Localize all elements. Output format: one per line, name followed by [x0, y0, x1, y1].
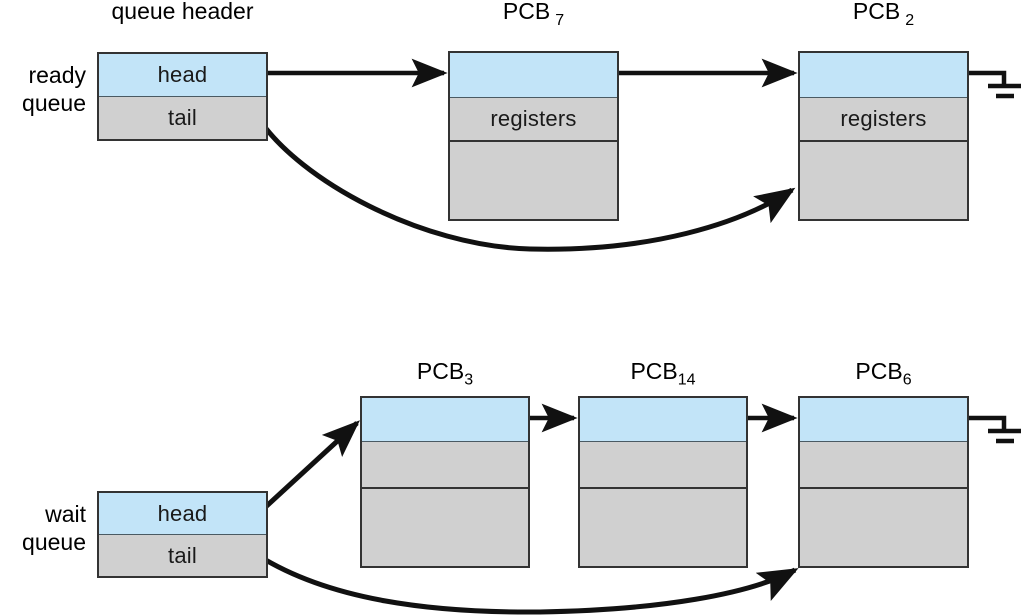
- wait-tail-cell[interactable]: tail: [99, 534, 266, 576]
- wait-head-cell[interactable]: head: [99, 493, 266, 534]
- ready-tail-cell[interactable]: tail: [99, 96, 266, 139]
- pcb3-bottom-cell: [362, 487, 528, 566]
- pcb3-middle-cell: [362, 441, 528, 487]
- pointer-wait-head-to-pcb3: [257, 420, 360, 515]
- pcb2-node: registers: [798, 51, 969, 221]
- pcb3-caption-base: PCB: [416, 358, 465, 384]
- pcb6-caption-base: PCB: [855, 358, 903, 384]
- pcb2-pointer-cell[interactable]: [800, 53, 967, 97]
- wait-queue-side-label: wait queue: [2, 500, 86, 556]
- ready-queue-label-line2: queue: [22, 90, 86, 117]
- pcb7-caption-base: PCB: [502, 0, 551, 24]
- pcb7-node: registers: [448, 51, 619, 221]
- pcb6-bottom-cell: [800, 487, 967, 566]
- wait-queue-label-line1: wait: [45, 501, 86, 527]
- pcb14-pointer-cell[interactable]: [580, 398, 746, 441]
- pcb7-registers-cell: registers: [450, 97, 617, 140]
- pcb7-extra-cell: [450, 140, 617, 219]
- pcb14-middle-cell: [580, 441, 746, 487]
- pcb7-pointer-cell[interactable]: [450, 53, 617, 97]
- pcb3-pointer-cell[interactable]: [362, 398, 528, 441]
- pcb6-pointer-cell[interactable]: [800, 398, 967, 441]
- pcb3-node: [360, 396, 530, 568]
- pcb2-extra-cell: [800, 140, 967, 219]
- ready-queue-label-line1: ready: [28, 62, 86, 88]
- ready-queue-side-label: ready queue: [2, 61, 86, 117]
- pcb7-caption-sub: 7: [555, 11, 565, 29]
- pcb14-caption-sub: 14: [677, 371, 696, 389]
- queue-header-caption: queue header: [111, 0, 254, 24]
- ready-queue-header-box: head tail: [97, 52, 268, 141]
- wait-queue-label-line2: queue: [22, 529, 86, 556]
- pcb6-node: [798, 396, 969, 568]
- pcb14-caption-base: PCB: [630, 358, 678, 384]
- pcb6-caption: PCB6: [798, 358, 969, 390]
- pcb2-caption-base: PCB: [852, 0, 901, 24]
- pcb6-middle-cell: [800, 441, 967, 487]
- pcb6-caption-sub: 6: [902, 371, 912, 389]
- pcb2-registers-cell: registers: [800, 97, 967, 140]
- pcb14-caption: PCB14: [578, 358, 748, 390]
- wait-queue-header-box: head tail: [97, 491, 268, 578]
- pcb3-caption-sub: 3: [464, 371, 474, 389]
- pcb14-bottom-cell: [580, 487, 746, 566]
- pcb3-caption: PCB3: [360, 358, 530, 390]
- ready-head-cell[interactable]: head: [99, 54, 266, 96]
- pcb2-caption-sub: 2: [905, 11, 915, 29]
- pcb14-node: [578, 396, 748, 568]
